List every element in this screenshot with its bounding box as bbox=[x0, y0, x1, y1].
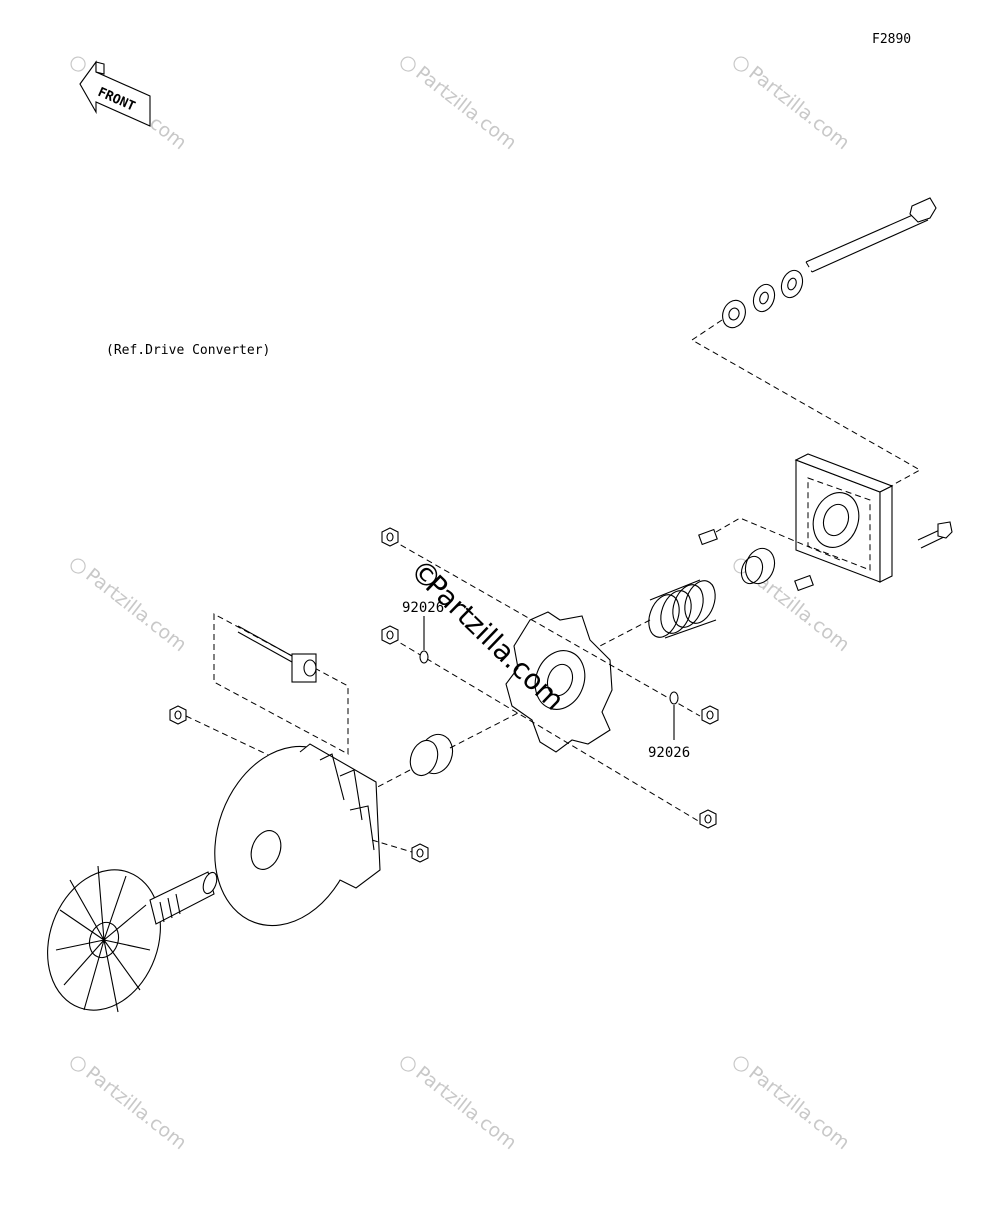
long-bolt bbox=[805, 197, 937, 273]
o-ring-icon bbox=[669, 691, 679, 705]
leader-line bbox=[715, 517, 841, 561]
nut bbox=[722, 299, 746, 329]
watermark: Partzilla.com bbox=[733, 1056, 854, 1154]
washer bbox=[780, 269, 804, 299]
watermark: Partzilla.com bbox=[400, 1056, 521, 1154]
fixed-sheave-fan bbox=[47, 865, 161, 1013]
guide-pin bbox=[698, 528, 718, 546]
movable-sheave bbox=[214, 743, 381, 927]
small-nut bbox=[381, 527, 399, 547]
watermark-text: Partzilla.com bbox=[744, 1062, 853, 1154]
guide-pin bbox=[794, 574, 814, 592]
spring bbox=[648, 579, 717, 639]
cover-plate bbox=[794, 453, 894, 583]
watermark: Partzilla.com bbox=[400, 56, 521, 154]
watermark: Partzilla.com bbox=[70, 558, 191, 656]
watermark: Partzilla.com bbox=[733, 56, 854, 154]
leader-line bbox=[599, 619, 651, 647]
front-arrow-icon: FRONT bbox=[79, 60, 151, 127]
watermark-text: Partzilla.com bbox=[411, 62, 520, 154]
bushing bbox=[409, 733, 454, 777]
small-nut bbox=[699, 809, 717, 829]
leader-line bbox=[691, 319, 922, 493]
callout-92026: 92026 bbox=[648, 691, 690, 761]
leader-line bbox=[449, 711, 521, 749]
leader-line bbox=[367, 769, 411, 793]
small-nut bbox=[411, 843, 429, 863]
small-nut bbox=[169, 705, 187, 725]
bushing bbox=[740, 547, 776, 585]
pin-assembly bbox=[213, 613, 349, 755]
leader-line bbox=[371, 839, 413, 853]
small-nut bbox=[701, 705, 719, 725]
shaft bbox=[149, 871, 218, 925]
callout-92026: 92026 bbox=[402, 600, 444, 664]
watermark-text: Partzilla.com bbox=[81, 564, 190, 656]
callout-label: 92026 bbox=[402, 600, 444, 616]
watermark-text: Partzilla.com bbox=[81, 1062, 190, 1154]
bolt bbox=[917, 521, 953, 549]
o-ring-icon bbox=[419, 650, 429, 664]
callout-label: 92026 bbox=[648, 745, 690, 761]
small-nut bbox=[381, 625, 399, 645]
watermark-text: Partzilla.com bbox=[411, 1062, 520, 1154]
watermark: Partzilla.com bbox=[70, 1056, 191, 1154]
washer bbox=[752, 283, 776, 313]
leader-line bbox=[391, 539, 701, 717]
reference-note: (Ref.Drive Converter) bbox=[106, 343, 270, 358]
spider-hub bbox=[505, 611, 613, 753]
watermark-text: Partzilla.com bbox=[744, 62, 853, 154]
figure-code: F2890 bbox=[872, 32, 911, 47]
